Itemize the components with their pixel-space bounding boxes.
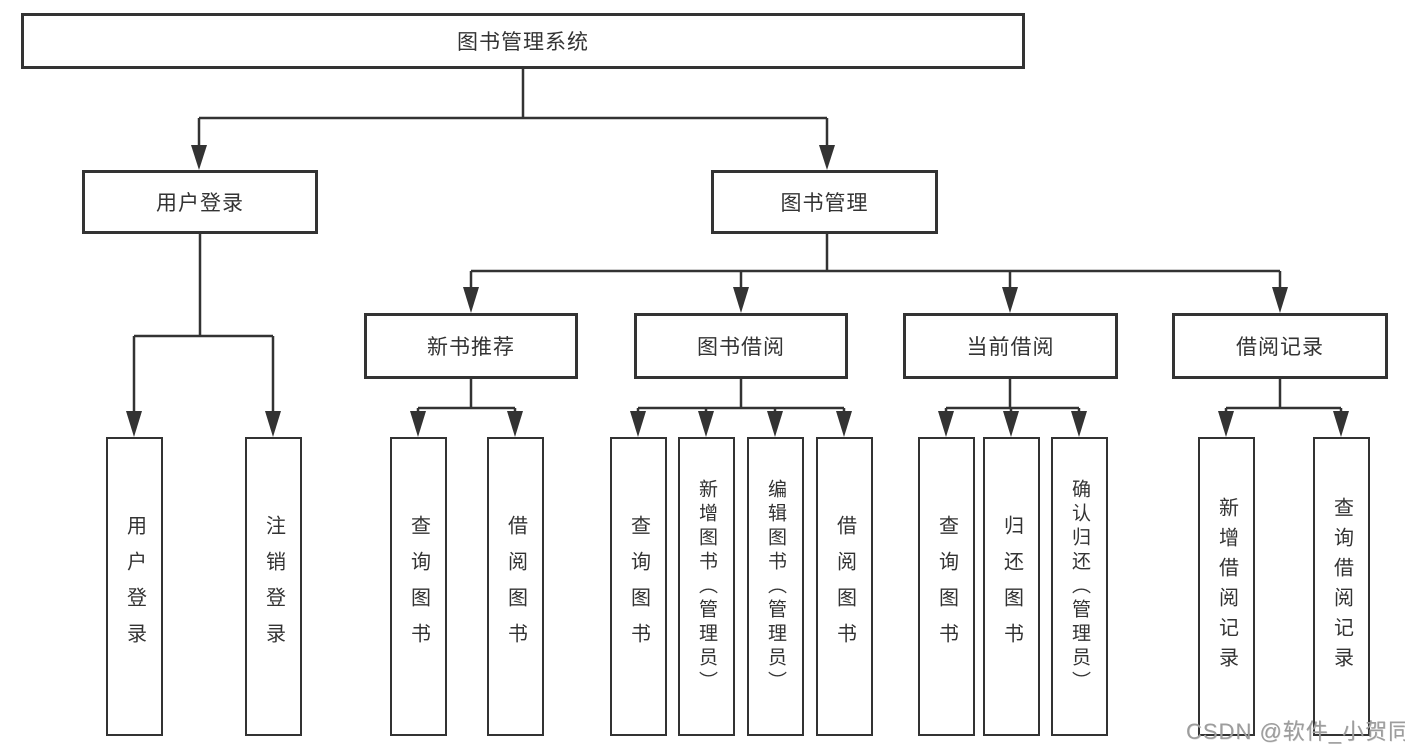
leaf-query-book-3-label: 查询图书 <box>935 514 958 659</box>
arrowhead-icon <box>733 287 749 313</box>
arrowhead-icon <box>1218 411 1234 437</box>
node-current-borrow-label: 当前借阅 <box>966 336 1055 359</box>
leaf-logout: 注销登录 <box>245 437 302 736</box>
leaf-logout-label: 注销登录 <box>262 514 285 659</box>
arrowhead-icon <box>1003 411 1019 437</box>
node-current-borrow: 当前借阅 <box>903 313 1118 379</box>
leaf-borrow-book-1-label: 借阅图书 <box>504 514 527 659</box>
arrowhead-icon <box>410 411 426 437</box>
leaf-add-book-admin-label: 新增图书（管理员） <box>696 478 717 695</box>
leaf-edit-book-admin-label: 编辑图书（管理员） <box>765 478 786 695</box>
leaf-add-borrow-record: 新增借阅记录 <box>1198 437 1255 736</box>
arrowhead-icon <box>463 287 479 313</box>
arrowhead-icon <box>836 411 852 437</box>
arrowhead-icon <box>767 411 783 437</box>
node-book-borrow-label: 图书借阅 <box>697 336 785 359</box>
leaf-borrow-book-2: 借阅图书 <box>816 437 873 736</box>
leaf-confirm-return-admin-label: 确认归还（管理员） <box>1069 478 1090 695</box>
node-book-borrow: 图书借阅 <box>634 313 848 379</box>
leaf-add-book-admin: 新增图书（管理员） <box>678 437 735 736</box>
arrowhead-icon <box>938 411 954 437</box>
node-borrow-record-label: 借阅记录 <box>1236 336 1324 359</box>
arrowhead-icon <box>265 411 281 437</box>
leaf-edit-book-admin: 编辑图书（管理员） <box>747 437 804 736</box>
arrowheads <box>126 145 1349 437</box>
arrowhead-icon <box>1002 287 1018 313</box>
node-new-book-rec-label: 新书推荐 <box>427 336 515 359</box>
arrowhead-icon <box>698 411 714 437</box>
arrowhead-icon <box>1071 411 1087 437</box>
leaf-return-book-label: 归还图书 <box>1000 514 1023 659</box>
leaf-query-book-3: 查询图书 <box>918 437 975 736</box>
leaf-add-borrow-record-label: 新增借阅记录 <box>1215 496 1238 677</box>
node-book-mgmt: 图书管理 <box>711 170 938 234</box>
arrowhead-icon <box>630 411 646 437</box>
node-root-label: 图书管理系统 <box>457 31 589 54</box>
leaf-user-login: 用户登录 <box>106 437 163 736</box>
node-user-login: 用户登录 <box>82 170 318 234</box>
leaf-confirm-return-admin: 确认归还（管理员） <box>1051 437 1108 736</box>
node-book-mgmt-label: 图书管理 <box>780 192 869 215</box>
leaf-borrow-book-1: 借阅图书 <box>487 437 544 736</box>
node-borrow-record: 借阅记录 <box>1172 313 1388 379</box>
leaf-query-book-2: 查询图书 <box>610 437 667 736</box>
leaf-query-borrow-record-label: 查询借阅记录 <box>1330 496 1353 677</box>
leaf-user-login-label: 用户登录 <box>123 514 146 659</box>
arrowhead-icon <box>1272 287 1288 313</box>
leaf-query-book-2-label: 查询图书 <box>627 514 650 659</box>
leaf-borrow-book-2-label: 借阅图书 <box>833 514 856 659</box>
connector-lines <box>132 69 1343 418</box>
leaf-query-book-1: 查询图书 <box>390 437 447 736</box>
arrowhead-icon <box>819 145 835 170</box>
arrowhead-icon <box>191 145 207 170</box>
arrowhead-icon <box>1333 411 1349 437</box>
node-new-book-rec: 新书推荐 <box>364 313 578 379</box>
leaf-return-book: 归还图书 <box>983 437 1040 736</box>
leaf-query-borrow-record: 查询借阅记录 <box>1313 437 1370 736</box>
arrowhead-icon <box>507 411 523 437</box>
node-root: 图书管理系统 <box>21 13 1025 69</box>
watermark: CSDN @软件_小贺同学 <box>1186 719 1405 744</box>
arrowhead-icon <box>126 411 142 437</box>
node-user-login-label: 用户登录 <box>156 192 244 215</box>
leaf-query-book-1-label: 查询图书 <box>407 514 430 659</box>
